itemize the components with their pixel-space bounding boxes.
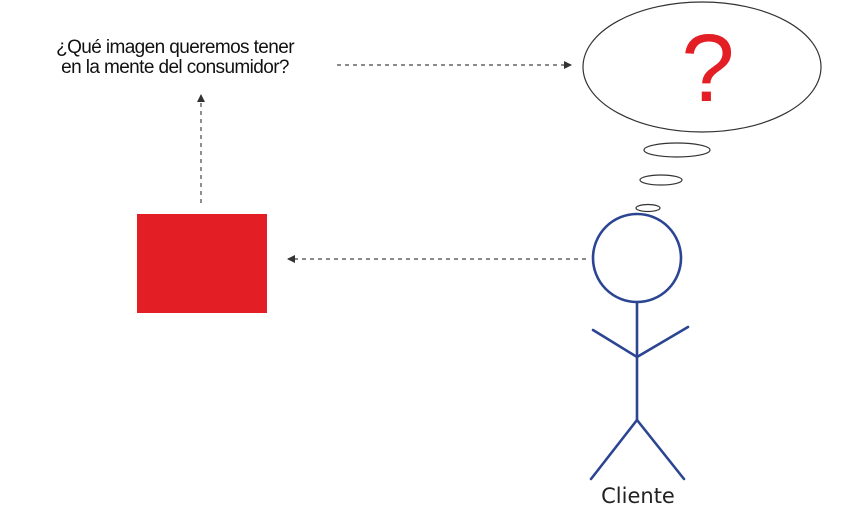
question-line-2: en la mente del consumidor? — [61, 57, 289, 78]
client-label: Cliente — [601, 484, 675, 508]
thought-bubble — [582, 1, 822, 133]
stick-figure-head — [591, 212, 683, 304]
question-text: ¿Qué imagen queremos tener en la mente d… — [10, 38, 340, 78]
question-line-1: ¿Qué imagen queremos tener — [56, 37, 294, 58]
thought-trail-bubble-medium — [639, 174, 683, 186]
question-mark-icon: ? — [681, 15, 734, 122]
brand-image-box — [137, 214, 267, 313]
stick-figure-left-arm — [591, 328, 639, 359]
stick-figure-left-leg — [589, 418, 639, 481]
thought-trail-bubble-large — [643, 142, 711, 158]
stick-figure-right-arm — [635, 325, 690, 359]
thought-trail-bubble-small — [635, 203, 661, 213]
stick-figure-right-leg — [635, 418, 686, 481]
client-stick-figure — [589, 212, 690, 481]
